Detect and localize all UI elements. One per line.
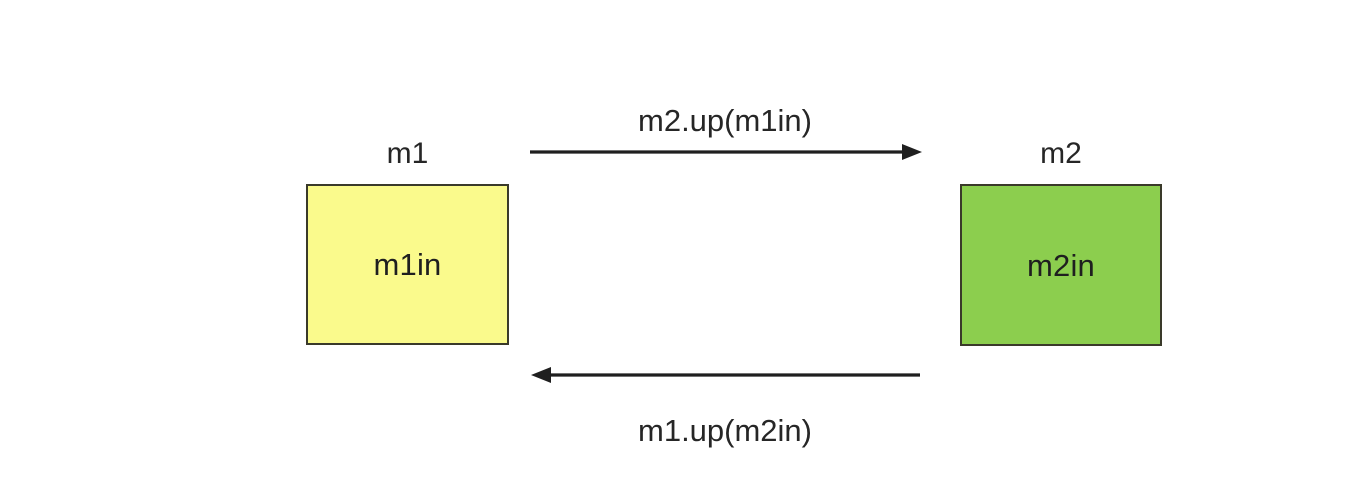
edge-arrow-top [530, 144, 922, 160]
node-inner-label-m1: m1in [373, 247, 442, 282]
edge-arrow-top-head [902, 144, 922, 160]
edge-label-m1-up-m2in: m1.up(m2in) [638, 413, 812, 448]
edge-arrow-bottom [531, 367, 920, 383]
edge-arrow-bottom-head [531, 367, 551, 383]
node-title-m1: m1 [386, 137, 429, 170]
node-box-m2[interactable]: m2in [960, 184, 1162, 346]
node-box-m1[interactable]: m1in [306, 184, 509, 345]
node-title-m2: m2 [1040, 137, 1082, 170]
node-inner-label-m2: m2in [1027, 247, 1095, 283]
edge-label-m2-up-m1in: m2.up(m1in) [638, 103, 812, 138]
